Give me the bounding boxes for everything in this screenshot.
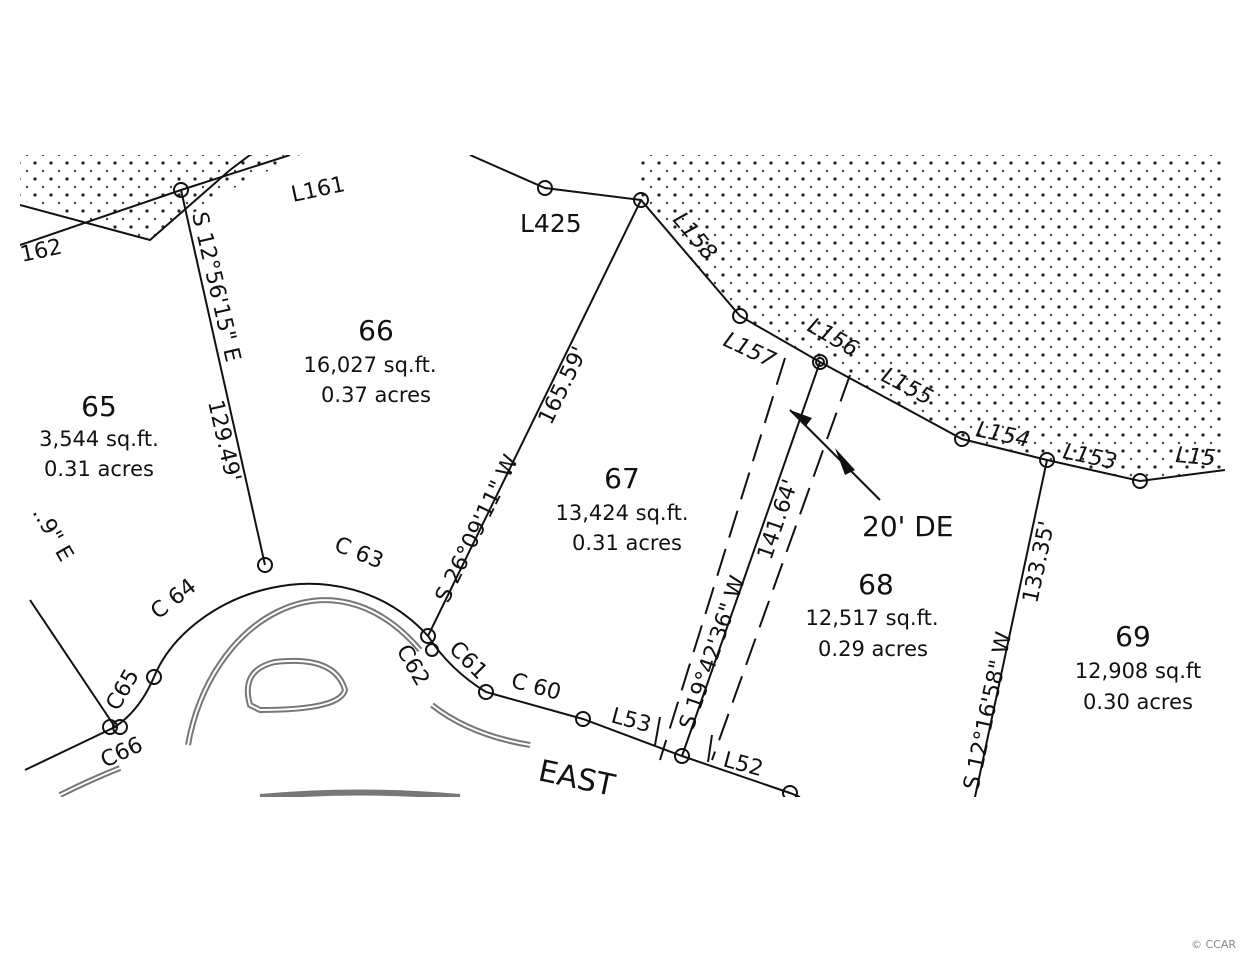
distance-lot67-east: 141.64' xyxy=(753,476,804,563)
label-l162: 162 xyxy=(18,235,64,268)
lot-area-acres: 0.31 acres xyxy=(572,531,682,555)
easement-label: 20' DE xyxy=(862,510,953,543)
lot-number: 67 xyxy=(604,462,640,495)
lot-68: 68 12,517 sq.ft. 0.29 acres xyxy=(805,568,938,661)
bearing-lot66-west: S 12°56'15" E xyxy=(186,210,245,365)
lot-area-sqft: 16,027 sq.ft. xyxy=(303,353,436,377)
label-c65: C65 xyxy=(102,665,145,715)
lot-area-acres: 0.29 acres xyxy=(818,637,928,661)
label-l157: L157 xyxy=(719,328,779,374)
road-edge xyxy=(58,597,531,797)
lot-area-sqft: 12,517 sq.ft. xyxy=(805,606,938,630)
label-c64: C 64 xyxy=(146,574,201,625)
label-l425: L425 xyxy=(520,209,582,238)
lot-number: 69 xyxy=(1115,620,1151,653)
distance-lot66-west: 129.49' xyxy=(202,398,245,485)
label-l161: L161 xyxy=(289,172,347,208)
label-c61: C61 xyxy=(444,637,492,685)
lot-lines xyxy=(20,155,1225,797)
lot-number: 66 xyxy=(358,314,394,347)
lot-66: 66 16,027 sq.ft. 0.37 acres xyxy=(303,314,436,407)
bearing-lot68-east: S 12°16'58" W xyxy=(959,629,1017,792)
label-l53: L53 xyxy=(608,704,653,739)
street-name: EAST xyxy=(535,754,618,804)
bearing-lot67-west: S 26°09'11" W xyxy=(431,451,524,607)
common-area-hatch xyxy=(636,155,1225,481)
lot-65: 65 3,544 sq.ft. 0.31 acres xyxy=(39,390,159,481)
lot-area-sqft: 13,424 sq.ft. xyxy=(555,501,688,525)
label-c66: C66 xyxy=(97,732,147,773)
label-c62: C62 xyxy=(391,641,434,691)
label-l52: L52 xyxy=(720,748,765,783)
lot-number: 68 xyxy=(858,568,894,601)
survey-monuments xyxy=(102,180,1148,797)
lot-area-acres: 0.30 acres xyxy=(1083,690,1193,714)
lot-69: 69 12,908 sq.ft 0.30 acres xyxy=(1075,620,1201,714)
ccar-watermark: © CCAR xyxy=(1191,938,1236,951)
distance-lot67-west: 165.59' xyxy=(534,343,593,429)
label-l15: L15 xyxy=(1174,443,1216,471)
lot-area-acres: 0.31 acres xyxy=(44,457,154,481)
lot-number: 65 xyxy=(81,390,117,423)
bearing-lot65-west: ..9" E xyxy=(27,503,78,567)
lot-area-acres: 0.37 acres xyxy=(321,383,431,407)
label-c63: C 63 xyxy=(331,532,387,574)
bearing-lot67-east: S 19°42'36" W xyxy=(675,572,751,732)
lot-area-sqft: 3,544 sq.ft. xyxy=(39,427,159,451)
lot-area-sqft: 12,908 sq.ft xyxy=(1075,659,1201,683)
lot-67: 67 13,424 sq.ft. 0.31 acres xyxy=(555,462,688,555)
